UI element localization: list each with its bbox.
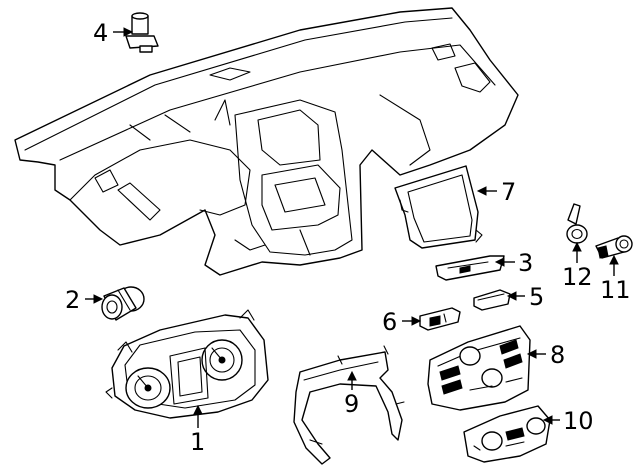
part-1-instrument-cluster	[105, 309, 269, 419]
part-8-climate-control	[427, 325, 531, 411]
part-3-switch-bar	[435, 255, 505, 281]
callout-1: 1	[190, 428, 205, 456]
part-2-switch	[101, 286, 145, 321]
leader-lines	[85, 27, 619, 428]
part-7-display	[394, 165, 483, 249]
callout-7: 7	[501, 178, 516, 206]
callout-3: 3	[518, 249, 533, 277]
part-6-switch	[419, 307, 461, 331]
callout-5: 5	[529, 283, 544, 311]
instrument-panel	[14, 7, 519, 276]
callout-8: 8	[550, 341, 565, 369]
part-11-socket	[595, 235, 633, 259]
part-9-bracket	[293, 345, 405, 465]
callout-11: 11	[600, 276, 631, 304]
part-4-sensor	[125, 12, 159, 53]
callout-10: 10	[563, 407, 594, 435]
part-12-socket	[566, 203, 588, 244]
callout-12: 12	[562, 263, 593, 291]
part-10-control-panel	[463, 405, 551, 463]
callout-9: 9	[344, 390, 359, 418]
callout-6: 6	[382, 308, 397, 336]
callout-4: 4	[93, 19, 108, 47]
callouts: 4 2 7 3 5 6 8 9 1 10 12 11	[65, 19, 631, 456]
callout-2: 2	[65, 286, 80, 314]
part-5-switch	[473, 289, 511, 311]
